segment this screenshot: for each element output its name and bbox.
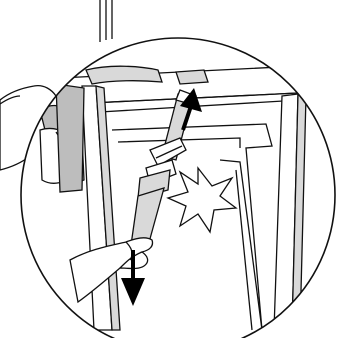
frame-top-lines [100,0,112,42]
left-fabric [56,84,84,192]
